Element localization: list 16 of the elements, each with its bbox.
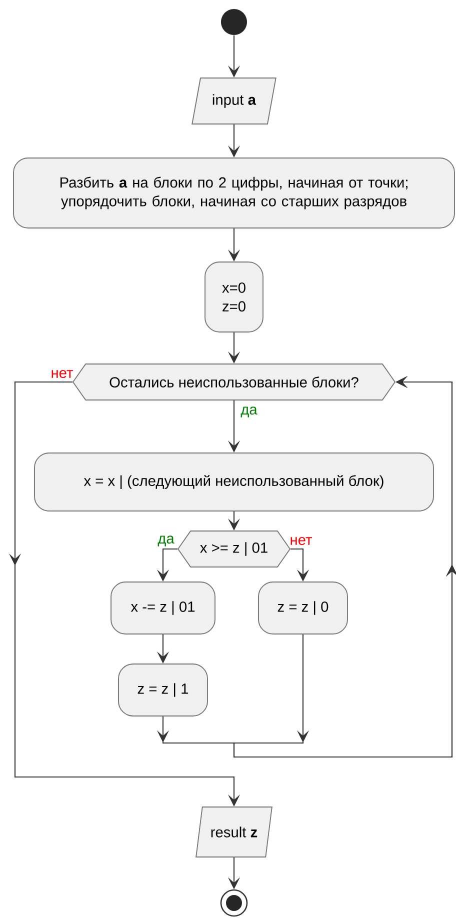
process-box: x -= z | 01	[110, 582, 216, 634]
edge-label: нет	[288, 536, 314, 546]
edge-label: нет	[49, 368, 75, 380]
decision-hexagon: Остались неиспользованные блоки?	[72, 364, 396, 400]
process-box: x=0 z=0	[204, 262, 264, 332]
output-parallelogram: result z	[196, 806, 272, 858]
process-box: z = z | 0	[258, 582, 348, 634]
end-circle	[220, 889, 248, 917]
process-box: x = x | (следующий неиспользованный блок)	[34, 452, 434, 512]
edge-label: да	[239, 405, 259, 419]
process-box: z = z | 1	[118, 664, 208, 716]
edge-label: да	[156, 534, 176, 548]
process-box: Разбить a на блоки по 2 цифры, начиная от точки; упорядочить блоки, начиная со старших разрядов	[13, 158, 455, 228]
decision-hexagon: x >= z | 01	[177, 530, 291, 568]
input-parallelogram: input a	[192, 78, 276, 124]
start-circle	[221, 9, 247, 35]
